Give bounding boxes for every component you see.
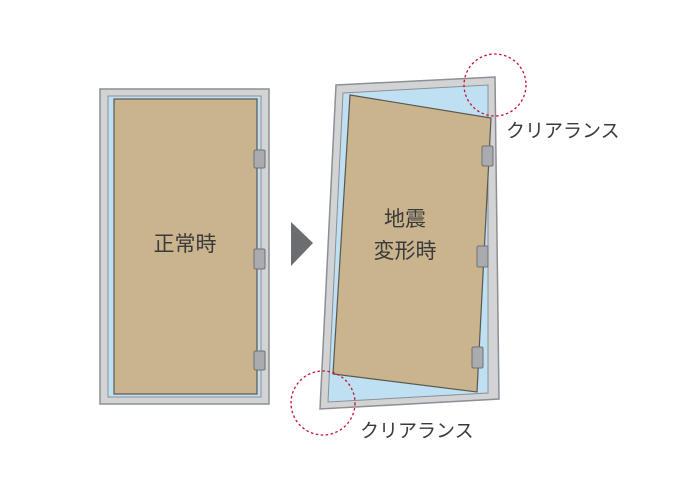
deformed-door-label-line1: 地震 [384, 207, 426, 231]
clearance-label-bottom: クリアランス [360, 420, 474, 442]
deformed-door-leaf [332, 94, 492, 393]
clearance-circle-top [463, 53, 527, 117]
normal-door-leaf [113, 98, 258, 395]
clearance-label-top: クリアランス [506, 120, 620, 142]
normal-door-hinge-top [253, 149, 266, 169]
clearance-circle-bottom [290, 370, 356, 436]
normal-door-label: 正常時 [154, 232, 217, 256]
deformed-door-hinge-top [481, 145, 494, 167]
normal-door-group: 正常時 [99, 88, 270, 405]
deformed-door-label-line2: 変形時 [374, 239, 437, 263]
normal-door-hinge-bottom [253, 350, 266, 371]
deformed-door-hinge-bottom [471, 346, 484, 369]
normal-door-hinge-middle [253, 248, 266, 270]
transition-arrow [291, 222, 313, 266]
deformed-door-group: 地震 変形時 [319, 76, 500, 410]
deformed-door-hinge-middle [476, 245, 489, 268]
